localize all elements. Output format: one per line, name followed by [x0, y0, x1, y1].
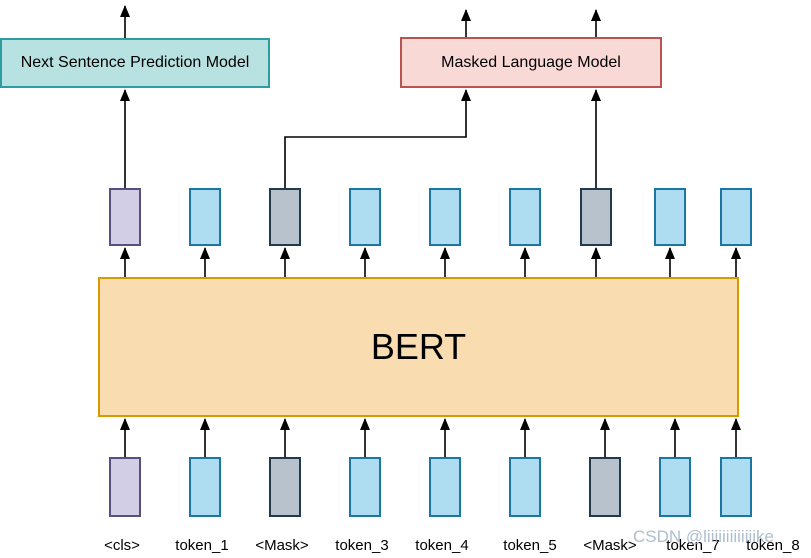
token-label: <Mask>	[255, 537, 309, 554]
embedding-output-mask	[580, 188, 612, 246]
token-label: <cls>	[104, 537, 140, 554]
token-label: token_5	[503, 537, 557, 554]
embedding-input-token_5	[509, 457, 541, 517]
watermark: CSDN @liiiiiiiiiiiiike	[633, 527, 774, 546]
next-sentence-prediction-box: Next Sentence Prediction Model	[0, 38, 270, 88]
embedding-input-token_4	[429, 457, 461, 517]
embedding-input-token_3	[349, 457, 381, 517]
embedding-input-token_8	[720, 457, 752, 517]
embedding-output-token_5	[509, 188, 541, 246]
next-sentence-prediction-label: Next Sentence Prediction Model	[20, 54, 250, 71]
masked-language-model-box: Masked Language Model	[400, 37, 662, 88]
token-label: token_1	[175, 537, 229, 554]
token-label: token_8	[746, 537, 800, 554]
arrow-mask-to-mlm-bent	[284, 89, 471, 188]
embedding-input-token_1	[189, 457, 221, 517]
embedding-input-token_7	[659, 457, 691, 517]
token-label: token_3	[335, 537, 389, 554]
embedding-output-token_1	[189, 188, 221, 246]
embedding-output-cls	[109, 188, 141, 246]
masked-language-model-label: Masked Language Model	[441, 53, 621, 71]
bert-label: BERT	[370, 326, 467, 367]
embedding-output-token_3	[349, 188, 381, 246]
embedding-input-mask	[589, 457, 621, 517]
embedding-input-mask	[269, 457, 301, 517]
embedding-output-mask	[269, 188, 301, 246]
bert-box: BERT	[98, 277, 739, 417]
embedding-output-token_4	[429, 188, 461, 246]
token-label: <Mask>	[583, 537, 637, 554]
embedding-input-cls	[109, 457, 141, 517]
token-label: token_7	[666, 537, 720, 554]
token-label: token_4	[415, 537, 469, 554]
embedding-output-token_8	[720, 188, 752, 246]
embedding-output-token_7	[654, 188, 686, 246]
